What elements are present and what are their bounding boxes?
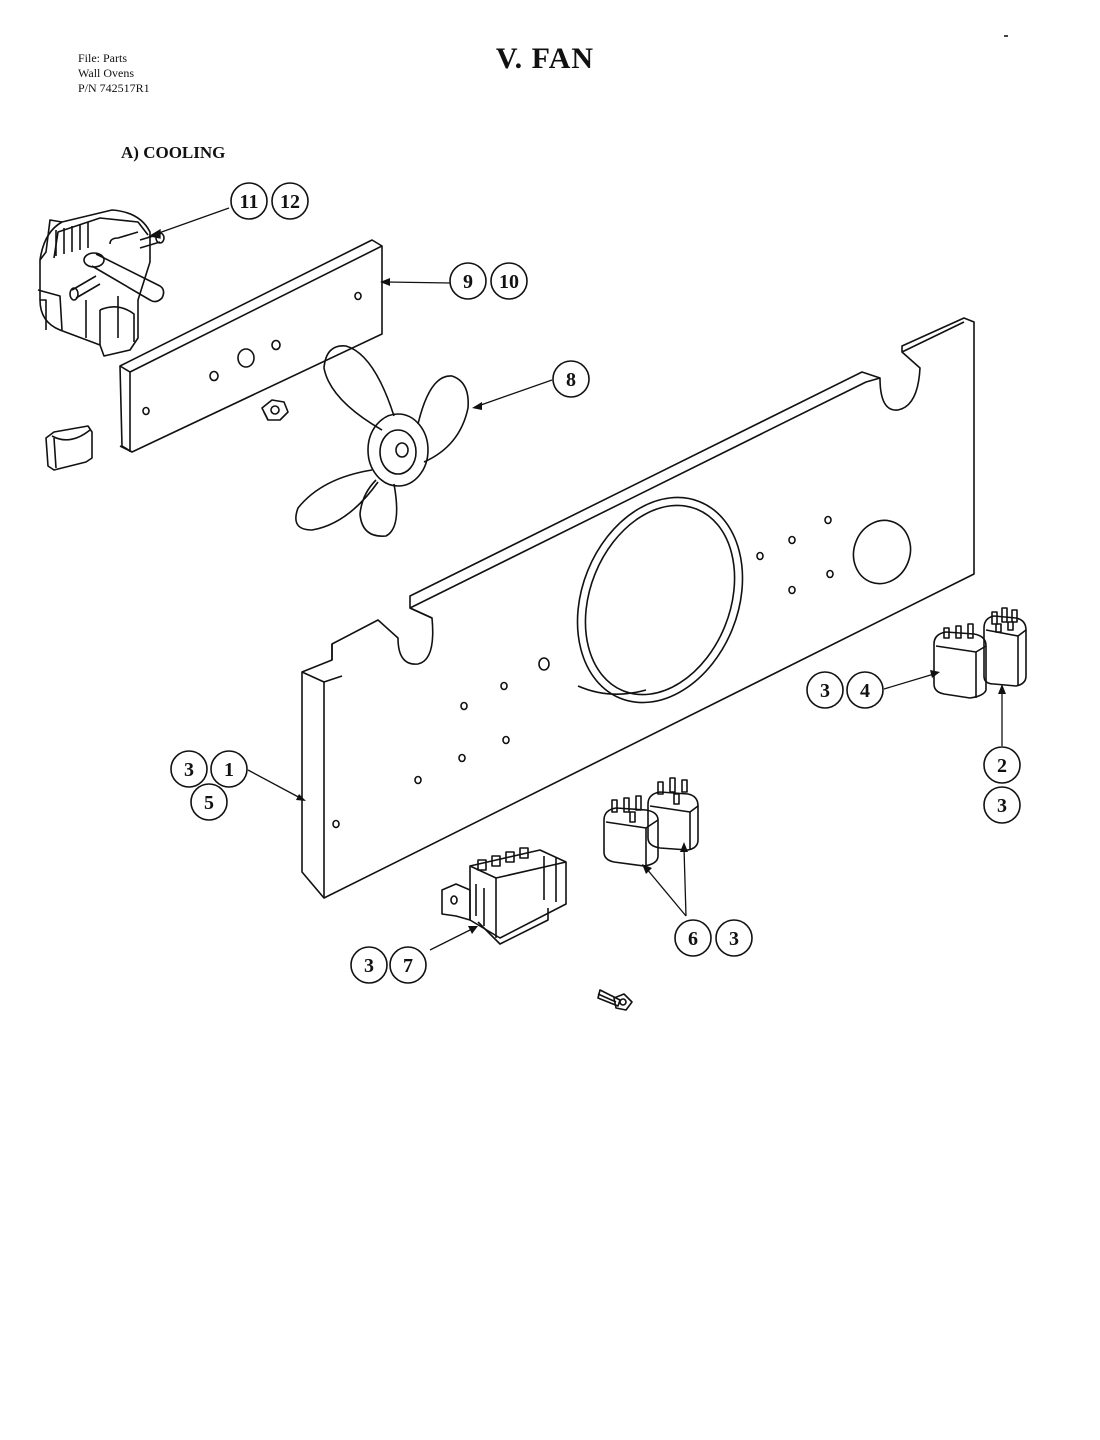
callout-8: 8 [552, 360, 590, 398]
fan-motor-part [37, 209, 165, 357]
leader-line-3-4 [883, 673, 935, 690]
svg-text:8: 8 [566, 369, 576, 391]
svg-text:10: 10 [499, 271, 519, 293]
svg-text:4: 4 [860, 680, 870, 702]
callout-3: 3 [715, 919, 753, 957]
callout-3: 3 [806, 671, 844, 709]
callout-11: 11 [230, 182, 268, 220]
motor-bracket-part [119, 239, 383, 453]
file-info-line: P/N 742517R1 [78, 81, 150, 95]
main-panel-part [301, 317, 975, 899]
callout-3: 3 [350, 946, 388, 984]
page-title: V. FAN [495, 42, 595, 75]
svg-text:3: 3 [729, 928, 739, 950]
svg-text:2: 2 [997, 755, 1007, 777]
fan-blade-part [295, 345, 469, 537]
relay-pair-right-part [933, 607, 1027, 699]
svg-text:11: 11 [240, 191, 259, 213]
screw-part [597, 989, 633, 1011]
leader-line-8 [477, 379, 553, 407]
leader-line-9-10 [385, 281, 452, 284]
svg-text:5: 5 [204, 792, 214, 814]
svg-text:12: 12 [280, 191, 300, 213]
svg-text:9: 9 [463, 271, 473, 293]
file-info-line: File: Parts [78, 51, 128, 65]
svg-text:6: 6 [688, 928, 698, 950]
leader-line-3-1 [247, 769, 305, 801]
scan-mark [1004, 35, 1008, 37]
callout-4: 4 [846, 671, 884, 709]
callout-6: 6 [674, 919, 712, 957]
callout-3: 3 [983, 786, 1021, 824]
svg-text:3: 3 [997, 795, 1007, 817]
svg-text:3: 3 [820, 680, 830, 702]
callout-1: 1 [210, 750, 248, 788]
nut-part [261, 399, 289, 421]
svg-text:3: 3 [364, 955, 374, 977]
leader-line-11-12 [155, 207, 230, 235]
svg-text:1: 1 [224, 759, 234, 781]
relay-pair-center-part [603, 777, 699, 867]
svg-text:7: 7 [403, 955, 413, 977]
callout-9: 9 [449, 262, 487, 300]
svg-text:3: 3 [184, 759, 194, 781]
callout-10: 10 [490, 262, 528, 300]
clip-part [45, 425, 93, 471]
section-title: A) COOLING [121, 143, 226, 162]
file-info-line: Wall Ovens [78, 66, 135, 80]
leader-line-6-3 [645, 847, 687, 917]
transformer-part [441, 847, 567, 945]
callout-12: 12 [271, 182, 309, 220]
file-info: File: Parts Wall Ovens P/N 742517R1 [78, 51, 150, 96]
callout-3: 3 [170, 750, 208, 788]
callout-5: 5 [190, 783, 228, 821]
leader-line-3-7 [429, 927, 475, 951]
callout-2: 2 [983, 746, 1021, 784]
callout-7: 7 [389, 946, 427, 984]
